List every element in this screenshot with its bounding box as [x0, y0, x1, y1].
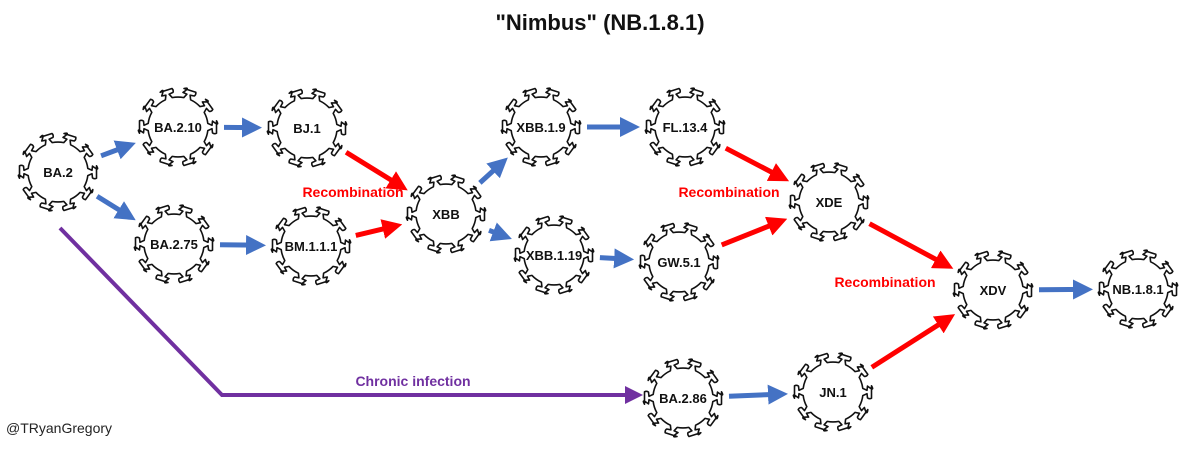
recombination-arrow [355, 219, 403, 239]
virus-icon [644, 87, 726, 167]
mutation-arrow [219, 235, 266, 256]
mutation-arrow [728, 384, 788, 405]
variant-label: XDV [980, 283, 1007, 298]
virus-icon [638, 222, 720, 302]
virus-icon [270, 206, 352, 286]
virus-icon [952, 250, 1034, 330]
recombination-arrow [724, 145, 790, 182]
variant-label: BA.2 [43, 165, 73, 180]
variant-label: BM.1.1.1 [285, 239, 338, 254]
mutation-arrow [478, 157, 508, 185]
recombination-label: Recombination [302, 184, 403, 200]
mutation-arrow [599, 248, 635, 269]
variant-node: FL.13.4 [644, 87, 726, 167]
variant-label: XBB.1.9 [516, 120, 565, 135]
recombination-arrow [344, 150, 408, 191]
variant-node: BM.1.1.1 [270, 206, 352, 286]
variant-node: XBB.1.9 [500, 87, 582, 167]
recombination-label: Recombination [834, 274, 935, 290]
variant-label: BA.2.86 [659, 391, 707, 406]
variant-node: NB.1.8.1 [1097, 249, 1179, 329]
variant-label: XBB [432, 207, 459, 222]
variant-node: XBB [405, 174, 487, 254]
virus-icon [405, 174, 487, 254]
variant-label: XBB.1.19 [526, 248, 582, 263]
variant-node: XBB.1.19 [513, 215, 595, 295]
variant-node: XDE [788, 162, 870, 242]
variant-node: BA.2.75 [133, 204, 215, 284]
diagram-title: "Nimbus" (NB.1.8.1) [495, 10, 705, 35]
chronic-infection-arrow [58, 226, 643, 404]
variant-node: GW.5.1 [638, 222, 720, 302]
variant-label: NB.1.8.1 [1112, 282, 1163, 297]
recombination-arrow [870, 314, 956, 370]
variant-node: BA.2 [17, 132, 99, 212]
variant-label: BA.2.10 [154, 120, 202, 135]
virus-icon [642, 358, 724, 438]
variant-label: BA.2.75 [150, 237, 198, 252]
recombination-arrow [720, 216, 788, 248]
virus-icon [500, 87, 582, 167]
virus-icon [513, 215, 595, 295]
mutation-arrow [95, 194, 136, 221]
mutation-arrow [100, 140, 136, 160]
variant-label: XDE [816, 195, 843, 210]
variant-node: BA.2.86 [642, 358, 724, 438]
author-credit: @TRyanGregory [6, 420, 113, 436]
virus-icon [17, 132, 99, 212]
virus-icon [1097, 249, 1179, 329]
variant-label: JN.1 [819, 385, 846, 400]
virus-icon [792, 352, 874, 432]
recombination-label: Recombination [678, 184, 779, 200]
variant-node: JN.1 [792, 352, 874, 432]
variant-node: BA.2.10 [137, 87, 219, 167]
virus-icon [137, 87, 219, 167]
variant-label: FL.13.4 [663, 120, 709, 135]
virus-icon [266, 88, 348, 168]
virus-icon [788, 162, 870, 242]
mutation-arrow [488, 222, 512, 242]
recombination-arrow [868, 221, 954, 269]
chronic-infection-label: Chronic infection [355, 373, 470, 389]
variant-label: BJ.1 [293, 121, 320, 136]
variant-node: XDV [952, 250, 1034, 330]
variant-node: BJ.1 [266, 88, 348, 168]
variant-label: GW.5.1 [657, 255, 700, 270]
virus-icon [133, 204, 215, 284]
